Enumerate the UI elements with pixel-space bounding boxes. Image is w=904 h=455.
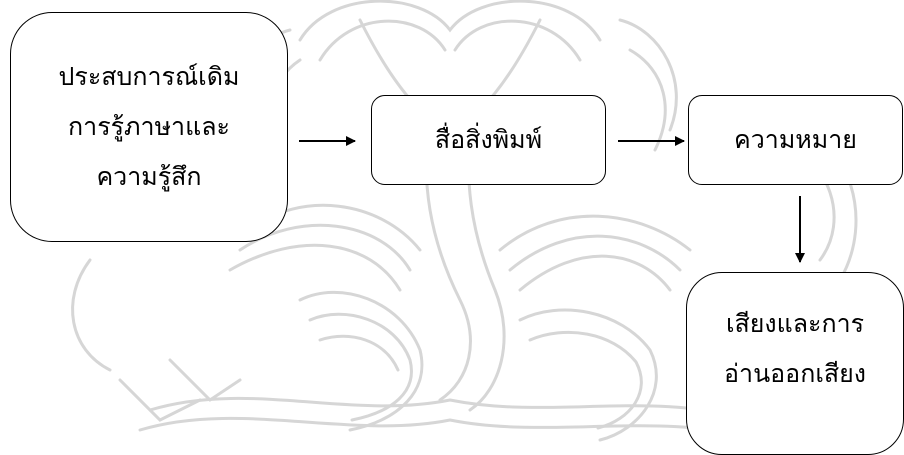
sound-line-2: อ่านออกเสียง [724,359,866,388]
meaning-label: ความหมาย [734,125,857,154]
sound-box: เสียงและการ อ่านออกเสียง [686,272,904,455]
experience-line-3: ความรู้สึก [96,162,202,191]
experience-box: ประสบการณ์เดิม การรู้ภาษาและ ความรู้สึก [10,12,288,242]
experience-line-1: ประสบการณ์เดิม [58,62,240,91]
meaning-box: ความหมาย [688,95,903,185]
experience-line-2: การรู้ภาษาและ [68,112,230,141]
sound-line-1: เสียงและการ [725,309,865,338]
print-media-label: สื่อสิ่งพิมพ์ [434,125,543,154]
print-media-box: สื่อสิ่งพิมพ์ [371,95,606,185]
